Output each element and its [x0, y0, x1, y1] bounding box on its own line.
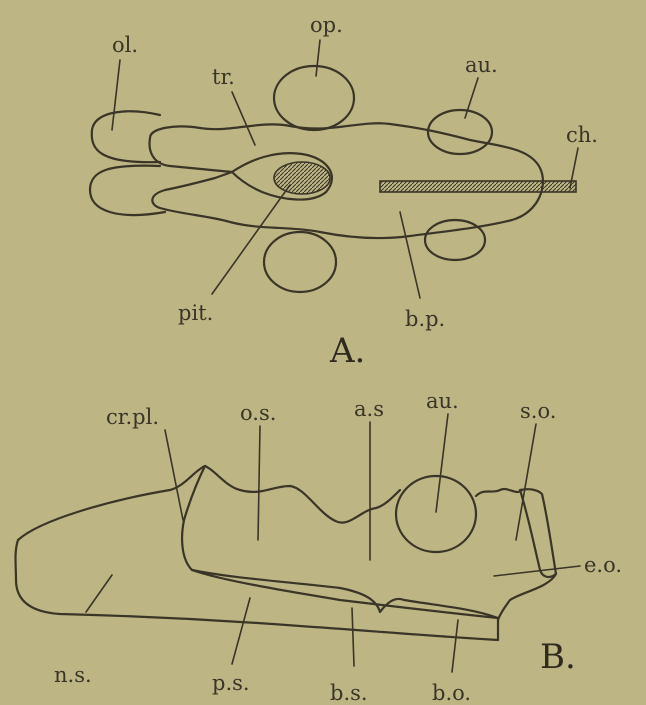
label-pit: pit. [178, 301, 213, 325]
pituitary-hatched [274, 162, 330, 194]
optic-capsule-upper [274, 66, 354, 130]
label-au-a: au. [465, 53, 498, 77]
panel-a-letter: A. [329, 331, 365, 371]
panel-b: cr.pl. o.s. a.s au. s.o. e.o. n.s. p.s. … [16, 389, 623, 705]
posterior-wall [498, 574, 556, 620]
label-os: o.s. [240, 401, 276, 425]
label-bp: b.p. [405, 307, 445, 331]
label-tr: tr. [212, 65, 235, 89]
label-ps: p.s. [212, 671, 250, 695]
optic-capsule-lower [264, 232, 336, 292]
auditory-capsule-b [396, 476, 476, 552]
label-bo: b.o. [432, 681, 471, 705]
label-crpl: cr.pl. [106, 405, 159, 429]
label-op: op. [310, 13, 343, 37]
label-so: s.o. [520, 399, 556, 423]
panel-b-letter: B. [540, 637, 576, 677]
supra-orbital-strip [520, 489, 556, 577]
basal-strip-inner [192, 570, 498, 618]
label-eo: e.o. [584, 553, 622, 577]
label-bs: b.s. [330, 681, 368, 705]
label-ol: ol. [112, 33, 138, 57]
notochord [380, 181, 576, 192]
label-au-b: au. [426, 389, 459, 413]
olfactory-capsule-lower [90, 166, 165, 215]
upper-contour-right [476, 489, 522, 496]
label-as: a.s [354, 397, 384, 421]
label-ns: n.s. [54, 663, 92, 687]
panel-a: ol. op. tr. au. ch. pit. b.p. A. [90, 13, 598, 371]
label-ch: ch. [566, 123, 598, 147]
